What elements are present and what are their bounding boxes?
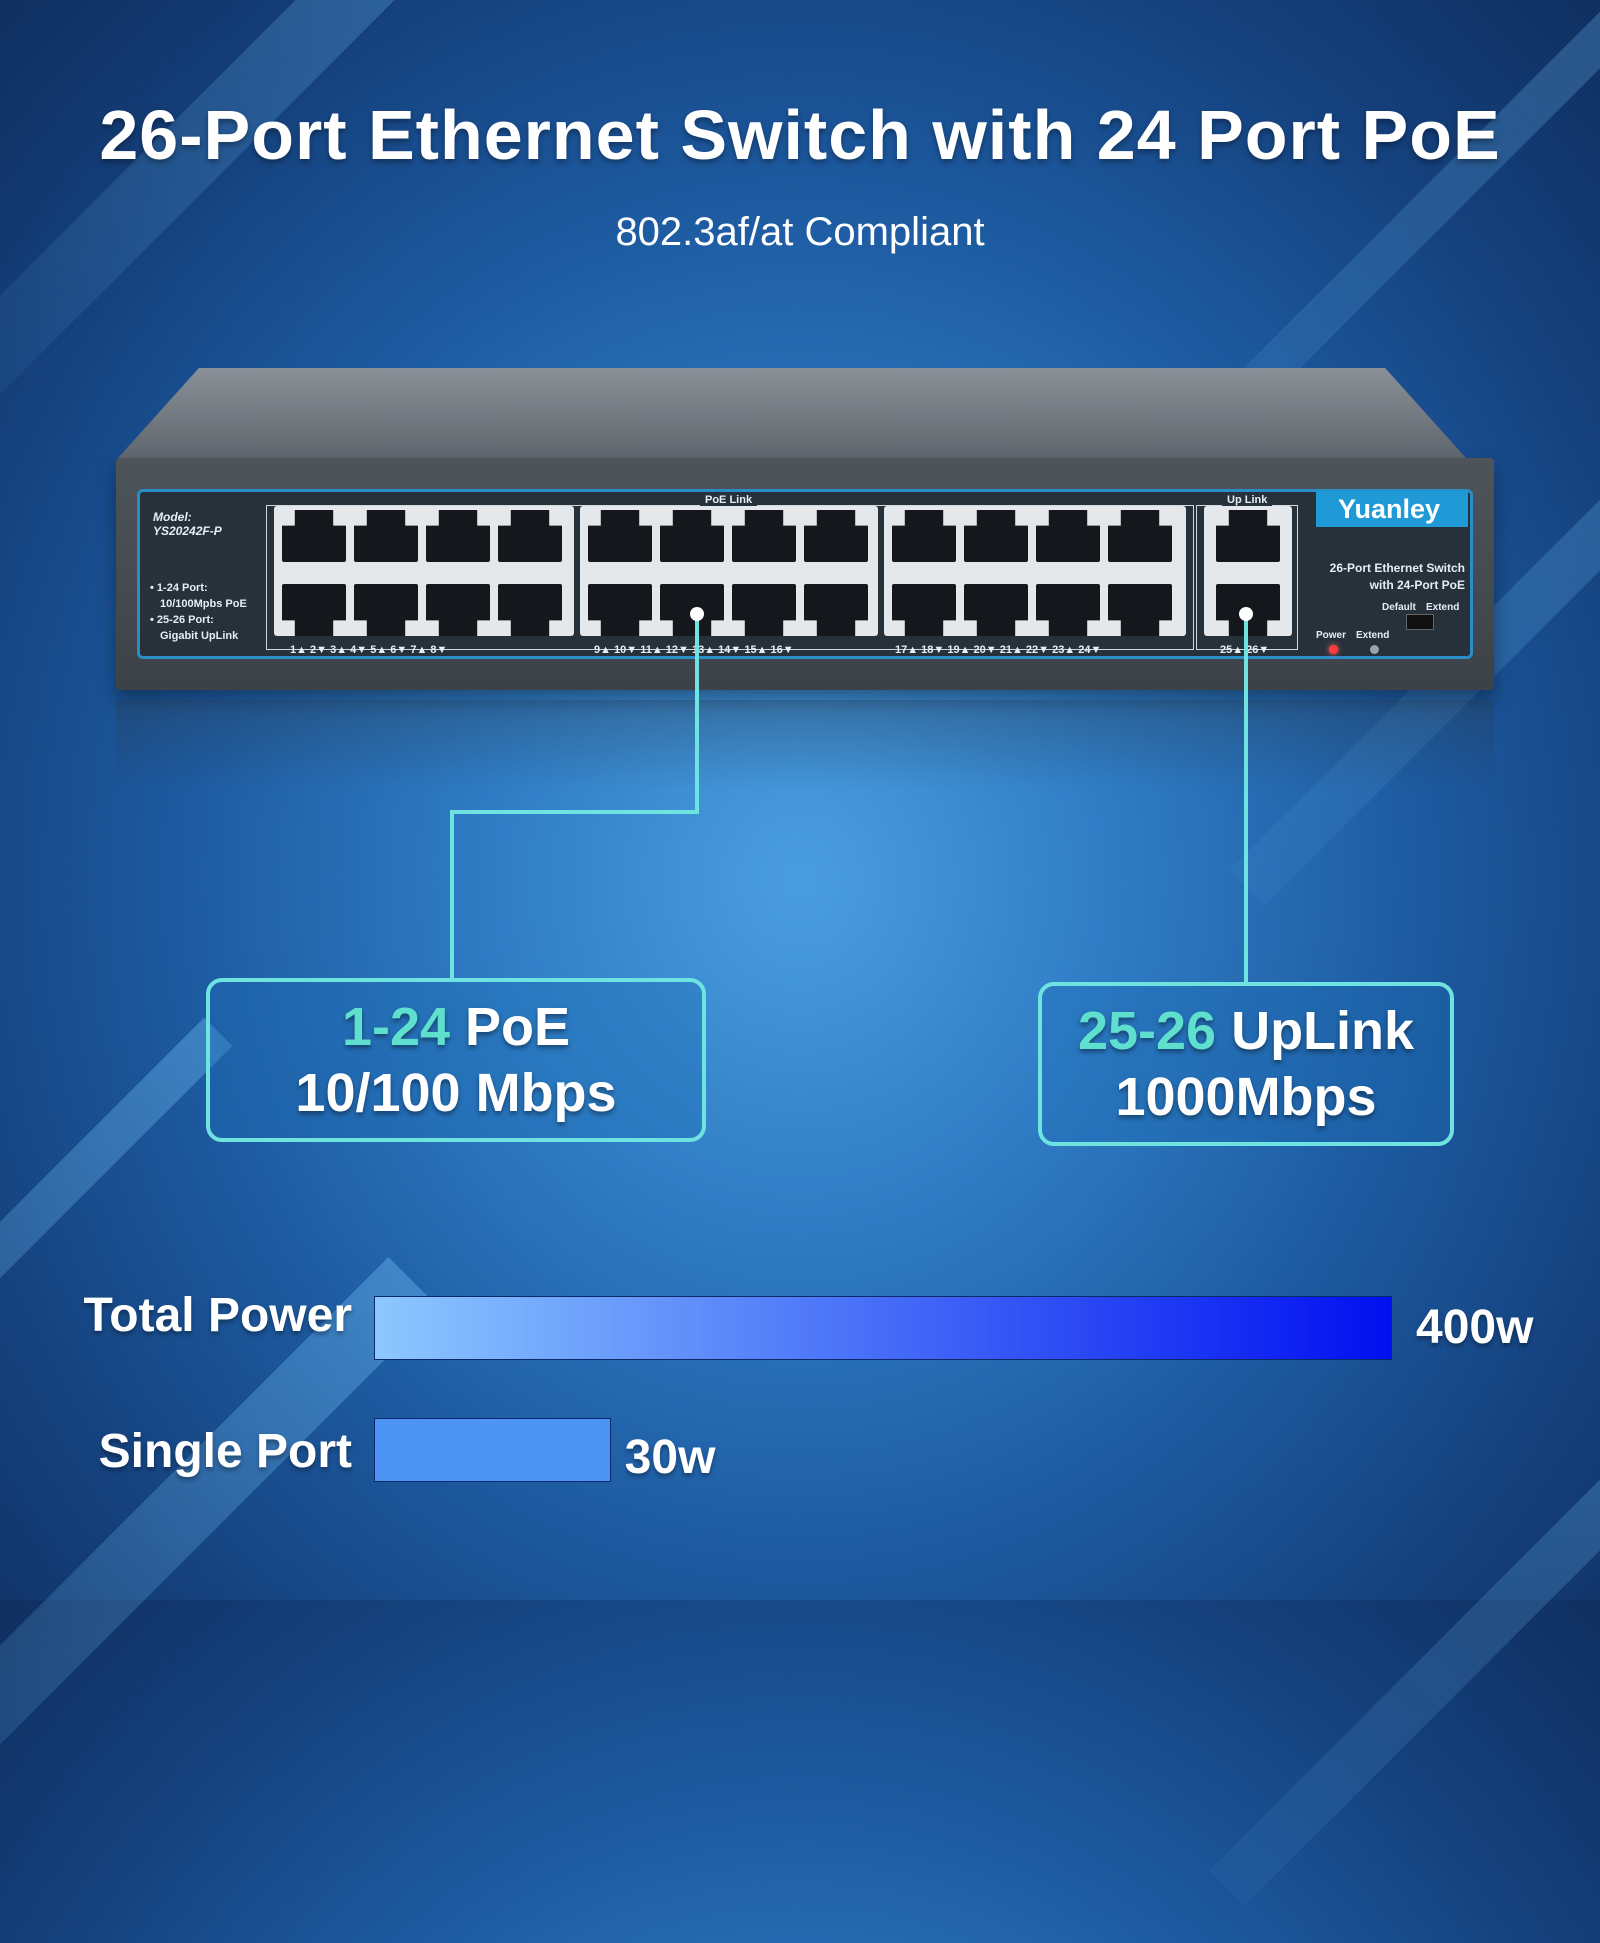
uplink-connector-line [1244,616,1248,984]
extend-led [1370,645,1379,654]
feature-line: 10/100Mpbs PoE [150,596,247,612]
poe-callout-speed: 10/100 Mbps [295,1063,617,1123]
decor-stripe [0,0,618,413]
feature-text: 10/100Mpbs PoE [160,598,247,610]
dip-default-label: Default [1382,602,1416,613]
uplink-callout: 25-26 UpLink 1000Mbps [1038,982,1454,1146]
feature-text: 25-26 Port: [156,614,214,626]
poe-connector-line [695,616,699,814]
uplink-group-label: Up Link [1222,494,1273,506]
port-numbers-17-24: 17▲ 18▼ 19▲ 20▼ 21▲ 22▼ 23▲ 24▼ [895,644,1102,656]
uplink-callout-type: UpLink [1216,1001,1415,1061]
poe-connector-dot [690,607,704,621]
switch-model: Model: YS20242F-P [153,510,222,538]
switch-top-cover [118,368,1466,458]
brand-logo: Yuanley [1338,494,1441,524]
dip-switch [1406,614,1434,630]
led-power-label: Power [1316,630,1347,641]
feature-line: • 1-24 Port: [150,582,208,594]
feature-line: • 25-26 Port: [150,614,214,626]
switch-feature-list: • 1-24 Port: 10/100Mpbs PoE • 25-26 Port… [150,580,247,644]
port-numbers-1-8: 1▲ 2▼ 3▲ 4▼ 5▲ 6▼ 7▲ 8▼ [290,644,448,656]
single-port-power-bar [374,1418,611,1482]
total-power-label: Total Power [83,1289,352,1342]
feature-line: Gigabit UpLink [150,628,247,644]
single-port-label: Single Port [98,1425,352,1478]
poe-connector-line [450,810,454,980]
led-extend-label: Extend [1356,630,1390,641]
total-power-value: 400w [1416,1301,1534,1354]
uplink-callout-line1: 25-26 UpLink [1042,998,1450,1064]
poe-callout-line1: 1-24 PoE [210,994,702,1060]
port-numbers-9-16: 9▲ 10▼ 11▲ 12▼ 13▲ 14▼ 15▲ 16▼ [594,644,794,656]
decor-stripe [0,1257,438,1943]
page-title: 26-Port Ethernet Switch with 24 Port PoE [99,96,1501,174]
brand-tab [1316,491,1468,527]
uplink-connector-dot [1239,607,1253,621]
single-port-power-value: 30w [624,1431,716,1484]
poe-callout: 1-24 PoE 10/100 Mbps [206,978,706,1142]
power-led [1329,645,1338,654]
feature-text: Gigabit UpLink [160,630,239,642]
total-power-bar [374,1296,1392,1360]
uplink-callout-speed: 1000Mbps [1115,1067,1377,1127]
dip-extend-label: Extend [1426,602,1460,613]
feature-text: 1-24 Port: [156,582,208,594]
page-subtitle: 802.3af/at Compliant [615,210,985,254]
poe-connector-line [450,810,699,814]
switch-description-line: 26-Port Ethernet Switch [1329,561,1465,575]
poe-port-range: 1-24 [341,997,451,1057]
poe-callout-type: PoE [450,997,571,1057]
poe-group-label: PoE Link [700,494,758,506]
switch-description-line: with 24-Port PoE [1369,578,1465,592]
uplink-port-range: 25-26 [1077,1001,1217,1061]
model-number: YS20242F-P [153,524,222,538]
switch-reflection [116,700,1494,790]
switch-description: 26-Port Ethernet Switch with 24-Port PoE [1300,560,1465,594]
model-label: Model: [153,510,192,524]
